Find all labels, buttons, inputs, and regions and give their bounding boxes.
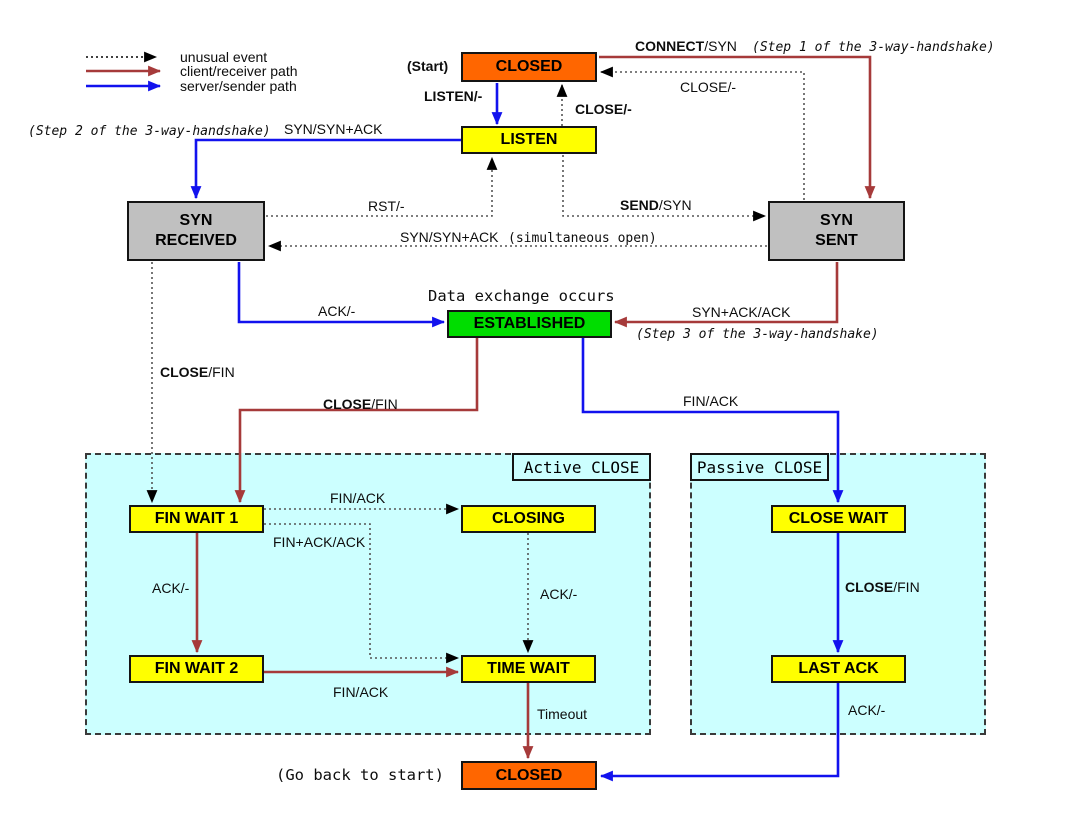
label-syn-synack-step2: SYN/SYN+ACK xyxy=(284,121,383,137)
state-syn-received-line1: SYN xyxy=(179,212,213,229)
state-closed-bottom: CLOSED xyxy=(461,761,597,790)
label-close-listen-closed: CLOSE/- xyxy=(575,101,632,117)
state-listen-label: LISTEN xyxy=(500,131,558,148)
label-ack-lastack: ACK/- xyxy=(848,702,886,718)
label-close-fin-closewait: CLOSE/FIN xyxy=(845,579,920,595)
passive-close-title-label: Passive CLOSE xyxy=(696,457,823,477)
label-close-fin-closewait-bold: CLOSE xyxy=(845,579,894,595)
state-established: ESTABLISHED xyxy=(447,310,612,338)
state-fin-wait-1-label: FIN WAIT 1 xyxy=(154,510,239,527)
edge-synsent-established xyxy=(613,262,839,328)
state-closed-top-label: CLOSED xyxy=(495,58,563,75)
start-annotation: (Start) xyxy=(407,58,449,74)
state-listen: LISTEN xyxy=(461,126,597,154)
state-close-wait-label: CLOSE WAIT xyxy=(788,510,889,527)
step1-annotation: (Step 1 of the 3-way-handshake) xyxy=(752,40,995,55)
legend-label-client: client/receiver path xyxy=(180,63,298,79)
state-syn-sent: SYN SENT xyxy=(768,201,905,261)
label-close-fin-active-bold: CLOSE xyxy=(323,396,372,412)
edge-established-finwait1 xyxy=(234,338,479,504)
step2-annotation: (Step 2 of the 3-way-handshake) xyxy=(28,124,271,139)
label-fin-ack-passive: FIN/ACK xyxy=(683,393,739,409)
state-syn-sent-line2: SENT xyxy=(815,232,858,249)
edge-send-syn xyxy=(562,155,767,222)
label-close-fin-dotted: CLOSE/FIN xyxy=(160,364,235,380)
active-close-title-label: Active CLOSE xyxy=(523,457,640,477)
edge-rst xyxy=(266,156,498,217)
label-rst: RST/- xyxy=(368,198,405,214)
label-send-syn: SEND/SYN xyxy=(620,197,692,213)
label-close-fin-dotted-rest: /FIN xyxy=(208,364,235,380)
state-fin-wait-2: FIN WAIT 2 xyxy=(129,655,264,683)
simultaneous-open-annotation: (simultaneous open) xyxy=(508,231,657,246)
state-syn-received-line2: RECEIVED xyxy=(155,232,237,249)
edge-connect-syn xyxy=(599,55,876,200)
state-fin-wait-1: FIN WAIT 1 xyxy=(129,505,264,533)
legend-label-unusual: unusual event xyxy=(180,49,268,65)
label-close-fin-closewait-rest: /FIN xyxy=(893,579,920,595)
label-syn-synack-simultaneous: SYN/SYN+ACK xyxy=(400,229,499,245)
active-close-title: Active CLOSE xyxy=(512,453,651,481)
label-connect-rest: /SYN xyxy=(704,38,737,54)
label-connect-syn: CONNECT/SYN xyxy=(635,38,737,54)
label-close-synsent-closed: CLOSE/- xyxy=(680,79,737,95)
state-closing: CLOSING xyxy=(461,505,596,533)
label-ack-established: ACK/- xyxy=(318,303,356,319)
step3-annotation: (Step 3 of the 3-way-handshake) xyxy=(636,327,879,342)
go-back-annotation: (Go back to start) xyxy=(276,766,444,784)
data-exchange-annotation: Data exchange occurs xyxy=(428,287,615,305)
label-close-fin-active-rest: /FIN xyxy=(371,396,398,412)
label-connect-bold: CONNECT xyxy=(635,38,705,54)
label-fin-ack-timewait: FIN/ACK xyxy=(333,684,389,700)
state-established-label: ESTABLISHED xyxy=(473,315,586,332)
state-close-wait: CLOSE WAIT xyxy=(771,505,906,533)
state-last-ack-label: LAST ACK xyxy=(798,660,879,677)
edge-lastack-closed xyxy=(599,683,840,782)
state-closed-bottom-label: CLOSED xyxy=(495,766,563,784)
label-listen-cmd: LISTEN/- xyxy=(424,88,483,104)
label-close-fin-dotted-bold: CLOSE xyxy=(160,364,209,380)
state-time-wait: TIME WAIT xyxy=(461,655,596,683)
state-syn-sent-line1: SYN xyxy=(820,212,853,229)
label-ack-timewait: ACK/- xyxy=(540,586,578,602)
label-close-fin-active: CLOSE/FIN xyxy=(323,396,398,412)
label-timeout: Timeout xyxy=(537,706,588,722)
active-close-region xyxy=(85,453,651,735)
state-fin-wait-2-label: FIN WAIT 2 xyxy=(154,660,239,677)
state-syn-received: SYN RECEIVED xyxy=(127,201,265,261)
state-time-wait-label: TIME WAIT xyxy=(487,660,570,677)
label-fin-ack-closing: FIN/ACK xyxy=(330,490,386,506)
label-send-rest: /SYN xyxy=(658,197,692,213)
legend-label-server: server/sender path xyxy=(180,78,297,94)
label-ack-finwait2: ACK/- xyxy=(152,580,190,596)
state-last-ack: LAST ACK xyxy=(771,655,906,683)
state-closed-top: CLOSED xyxy=(461,52,597,82)
state-closing-label: CLOSING xyxy=(492,510,565,527)
passive-close-title: Passive CLOSE xyxy=(690,453,829,481)
label-fin-ack-ack: FIN+ACK/ACK xyxy=(273,534,366,550)
label-synack-ack: SYN+ACK/ACK xyxy=(692,304,791,320)
label-send-bold: SEND xyxy=(620,197,659,213)
edge-established-closewait xyxy=(581,338,844,504)
edge-listen-synreceived xyxy=(190,138,461,200)
edge-synreceived-established xyxy=(237,262,446,328)
